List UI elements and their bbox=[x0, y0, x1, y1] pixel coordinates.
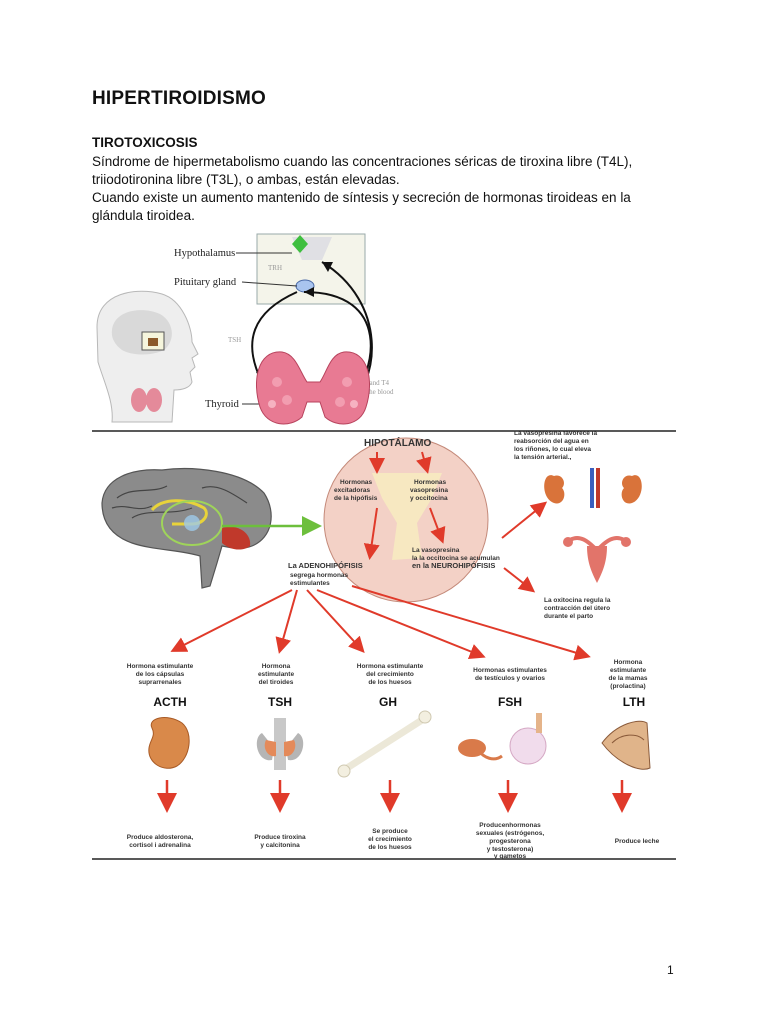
bone-illustration bbox=[337, 710, 432, 778]
fsh-effect-line2: sexuales (estrógenos, bbox=[476, 830, 544, 837]
tsh-desc-line2: estimulante bbox=[258, 671, 295, 678]
page-number: 1 bbox=[667, 963, 674, 977]
kidneys-illustration bbox=[544, 468, 642, 508]
paragraph-definition: Síndrome de hipermetabolismo cuando las … bbox=[92, 154, 633, 187]
hypothalamus-shape bbox=[292, 235, 308, 253]
lth-desc-line1: Hormona bbox=[614, 659, 643, 666]
uterus-note-line1: La oxitocina regula la bbox=[544, 597, 611, 604]
arrow-hipotalamo-right bbox=[416, 451, 432, 474]
adeno-line1: La ADENOHIPÓFISIS bbox=[288, 561, 363, 570]
thyroid-label: Thyroid bbox=[205, 399, 240, 410]
fan-arrow-lth bbox=[351, 585, 591, 661]
acth-effect-line1: Produce aldosterona, bbox=[127, 834, 194, 841]
fan-arrow-gh bbox=[306, 589, 365, 653]
gh-effect-line2: el crecimiento bbox=[368, 836, 412, 843]
hypothalamus-label: Hypothalamus bbox=[174, 248, 235, 259]
acth-desc-line2: de los cápsulas bbox=[136, 671, 185, 678]
uterus-note-line3: durante el parto bbox=[544, 613, 593, 620]
vasopresina-line3: y occitocina bbox=[410, 495, 448, 502]
kidney-note-line3: los riñones, lo cual eleva bbox=[514, 446, 591, 453]
lth-effect-line1: Produce leche bbox=[615, 838, 660, 845]
excitadoras-line3: de la hipófisis bbox=[334, 495, 378, 502]
thyroid-gland-illustration bbox=[255, 351, 371, 425]
acth-desc-line1: Hormona estimulante bbox=[127, 663, 194, 670]
tsh-effect-line1: Produce tiroxina bbox=[254, 834, 306, 841]
fan-arrow-fsh bbox=[316, 589, 486, 659]
kidney-note-line4: la tensión arterial., bbox=[514, 454, 572, 461]
vasopresina-line2: vasopresina bbox=[410, 487, 448, 494]
head-silhouette bbox=[96, 290, 199, 423]
kidney-note-line1: La vasopresina favorece la bbox=[514, 430, 597, 437]
pituitary-label: Pituitary gland bbox=[174, 277, 237, 288]
gh-desc-line2: del crecimiento bbox=[366, 671, 414, 678]
hipotalamo-label: HIPOTÁLAMO bbox=[364, 436, 431, 449]
gh-effect-line1: Se produce bbox=[372, 828, 408, 835]
arrow-to-neuro bbox=[429, 507, 446, 544]
gonads-illustration bbox=[458, 713, 547, 765]
fsh-effect-line3: progesterona bbox=[489, 838, 531, 845]
lth-desc-line4: (prolactina) bbox=[610, 683, 645, 690]
gh-desc-line3: de los huesos bbox=[368, 679, 412, 686]
thyroid-small-icon bbox=[131, 388, 162, 412]
neuro-line2: la la occitocina se acumulan bbox=[412, 555, 500, 562]
gh-desc-line1: Hormona estimulante bbox=[357, 663, 424, 670]
t3t4-label-line2: in the blood bbox=[360, 388, 394, 396]
section-heading: TIROTOXICOSIS bbox=[92, 135, 198, 150]
adeno-line2: segrega hormonas bbox=[290, 572, 349, 579]
excitadoras-line2: excitadoras bbox=[334, 487, 371, 494]
trh-label: TRH bbox=[268, 264, 282, 272]
paragraph-cause: Cuando existe un aumento mantenido de sí… bbox=[92, 190, 631, 223]
acth-desc-line3: suprarrenales bbox=[139, 679, 182, 686]
thyroid-axis-figure: TRH Hypothalamus Pituitary gland Thyroid… bbox=[96, 233, 394, 425]
fsh-desc-line2: de testículos y ovarios bbox=[475, 675, 545, 682]
gh-code: GH bbox=[379, 695, 397, 709]
thyroid-column-illustration bbox=[256, 718, 304, 770]
adrenal-illustration bbox=[148, 717, 190, 769]
fsh-effect-line1: Producenhormonas bbox=[479, 822, 541, 829]
fsh-effect-line5: y gametos bbox=[494, 853, 527, 860]
fan-arrow-acth bbox=[170, 589, 293, 652]
fsh-effect-line4: y testosterona) bbox=[487, 846, 534, 853]
vasopresina-line1: Hormonas bbox=[414, 479, 447, 486]
arrow-to-kidneys bbox=[501, 501, 548, 539]
gh-effect-line3: de los huesos bbox=[368, 844, 412, 851]
tsh-desc-line1: Hormona bbox=[262, 663, 291, 670]
arrow-to-uterus bbox=[503, 567, 536, 593]
fsh-desc-line1: Hormonas estimulantes bbox=[473, 667, 547, 674]
t3t4-label-line1: T3 and T4 bbox=[360, 379, 390, 387]
uterus-note-line2: contracción del útero bbox=[544, 605, 610, 612]
endocrine-diagram: HIPOTÁLAMO Hormonas excitadoras de la hi… bbox=[92, 430, 676, 860]
tsh-label: TSH bbox=[228, 336, 241, 344]
fan-arrow-tsh bbox=[275, 589, 298, 654]
brain-illustration bbox=[101, 468, 272, 589]
lth-code: LTH bbox=[623, 695, 645, 709]
arrow-to-adeno bbox=[363, 507, 380, 560]
lth-desc-line3: de la mamas bbox=[608, 675, 647, 682]
kidney-note-line2: reabsorción del agua en bbox=[514, 438, 589, 445]
tsh-effect-line2: y calcitonina bbox=[260, 842, 300, 849]
fsh-code: FSH bbox=[498, 695, 522, 709]
neuro-line3: en la NEUROHIPÓFISIS bbox=[412, 561, 495, 570]
tsh-code: TSH bbox=[268, 695, 292, 709]
lth-desc-line2: estimulante bbox=[610, 667, 647, 674]
neuro-line1: La vasopresina bbox=[412, 547, 460, 554]
acth-code: ACTH bbox=[153, 695, 186, 709]
tsh-desc-line3: del tiroides bbox=[259, 679, 294, 686]
breast-illustration bbox=[601, 720, 651, 770]
excitadoras-line1: Hormonas bbox=[340, 479, 373, 486]
acth-effect-line2: cortisol i adrenalina bbox=[129, 842, 191, 849]
uterus-illustration bbox=[563, 536, 631, 583]
adeno-line3: estimulantes bbox=[290, 580, 330, 587]
document-title: HIPERTIROIDISMO bbox=[92, 88, 267, 109]
